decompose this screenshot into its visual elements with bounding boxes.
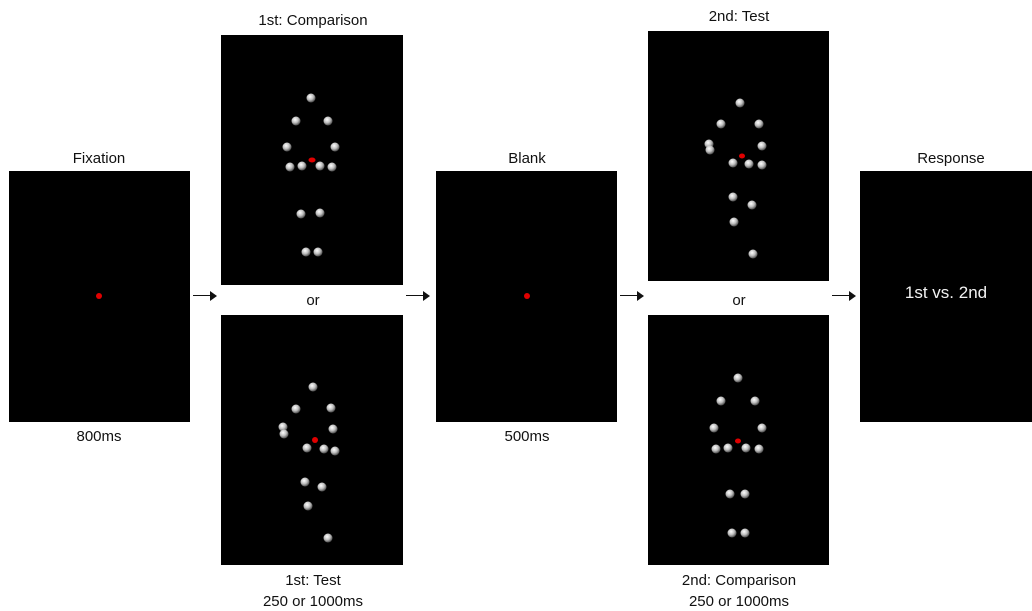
point-light-marker bbox=[306, 93, 316, 103]
blank-screen bbox=[436, 171, 617, 422]
point-light-marker bbox=[328, 424, 338, 434]
point-light-marker bbox=[317, 482, 327, 492]
point-light-marker bbox=[744, 159, 754, 169]
arrow-right-icon bbox=[193, 291, 217, 301]
point-light-marker bbox=[748, 249, 758, 259]
point-light-marker bbox=[754, 444, 764, 454]
arrow-right-icon bbox=[620, 291, 644, 301]
point-light-marker bbox=[278, 422, 288, 432]
point-light-marker bbox=[725, 489, 735, 499]
point-light-marker bbox=[709, 423, 719, 433]
first-comparison-screen bbox=[221, 35, 403, 285]
arrow-right-icon bbox=[406, 291, 430, 301]
point-light-marker bbox=[296, 209, 306, 219]
point-light-marker bbox=[308, 382, 318, 392]
point-light-marker bbox=[285, 162, 295, 172]
response-title: Response bbox=[917, 150, 985, 167]
point-light-marker bbox=[757, 423, 767, 433]
point-light-marker bbox=[330, 142, 340, 152]
second-comparison-title: 2nd: Comparison bbox=[681, 572, 797, 589]
point-light-marker bbox=[279, 429, 289, 439]
point-light-marker bbox=[711, 444, 721, 454]
point-light-marker bbox=[291, 116, 301, 126]
arrow-right-icon bbox=[832, 291, 856, 301]
response-screen: 1st vs. 2nd bbox=[860, 171, 1032, 422]
point-light-marker bbox=[735, 98, 745, 108]
point-light-marker bbox=[757, 141, 767, 151]
point-light-marker bbox=[315, 208, 325, 218]
point-light-marker bbox=[315, 161, 325, 171]
point-light-marker bbox=[323, 533, 333, 543]
point-light-marker bbox=[297, 161, 307, 171]
point-light-marker bbox=[733, 373, 743, 383]
point-light-marker bbox=[747, 200, 757, 210]
point-light-marker bbox=[728, 192, 738, 202]
point-light-marker bbox=[303, 501, 313, 511]
blank-duration: 500ms bbox=[504, 428, 550, 445]
point-light-marker bbox=[291, 404, 301, 414]
fixation-screen bbox=[9, 171, 190, 422]
fixation-dot bbox=[524, 293, 530, 299]
first-test-title: 1st: Test bbox=[285, 572, 341, 589]
point-light-marker bbox=[740, 528, 750, 538]
response-prompt: 1st vs. 2nd bbox=[904, 283, 988, 302]
point-light-walker-upright bbox=[709, 373, 767, 538]
second-comparison-screen bbox=[648, 315, 829, 565]
first-test-screen bbox=[221, 315, 403, 565]
point-light-marker bbox=[327, 162, 337, 172]
point-light-marker bbox=[313, 247, 323, 257]
point-light-marker bbox=[740, 489, 750, 499]
point-light-marker bbox=[750, 396, 760, 406]
point-light-marker bbox=[716, 396, 726, 406]
point-light-marker bbox=[323, 116, 333, 126]
second-comparison-duration: 250 or 1000ms bbox=[688, 593, 790, 610]
point-light-marker bbox=[728, 158, 738, 168]
second-or-label: or bbox=[732, 292, 746, 309]
first-comparison-title: 1st: Comparison bbox=[258, 12, 368, 29]
point-light-walker-scrambled bbox=[704, 98, 767, 259]
point-light-walker-upright bbox=[282, 93, 340, 257]
second-test-screen bbox=[648, 31, 829, 281]
fixation-dot bbox=[96, 293, 102, 299]
point-light-marker bbox=[282, 142, 292, 152]
point-light-marker bbox=[754, 119, 764, 129]
first-or-label: or bbox=[306, 292, 320, 309]
second-test-title: 2nd: Test bbox=[708, 8, 770, 25]
point-light-marker bbox=[302, 443, 312, 453]
point-light-marker bbox=[723, 443, 733, 453]
point-light-marker bbox=[301, 247, 311, 257]
point-light-marker bbox=[729, 217, 739, 227]
blank-title: Blank bbox=[508, 150, 546, 167]
point-light-walker-scrambled bbox=[278, 382, 340, 543]
point-light-marker bbox=[741, 443, 751, 453]
point-light-marker bbox=[757, 160, 767, 170]
point-light-marker bbox=[300, 477, 310, 487]
fixation-duration: 800ms bbox=[76, 428, 122, 445]
point-light-marker bbox=[716, 119, 726, 129]
fixation-title: Fixation bbox=[72, 150, 126, 167]
first-test-duration: 250 or 1000ms bbox=[262, 593, 364, 610]
point-light-marker bbox=[326, 403, 336, 413]
point-light-marker bbox=[727, 528, 737, 538]
point-light-marker bbox=[705, 145, 715, 155]
point-light-marker bbox=[319, 444, 329, 454]
point-light-marker bbox=[330, 446, 340, 456]
